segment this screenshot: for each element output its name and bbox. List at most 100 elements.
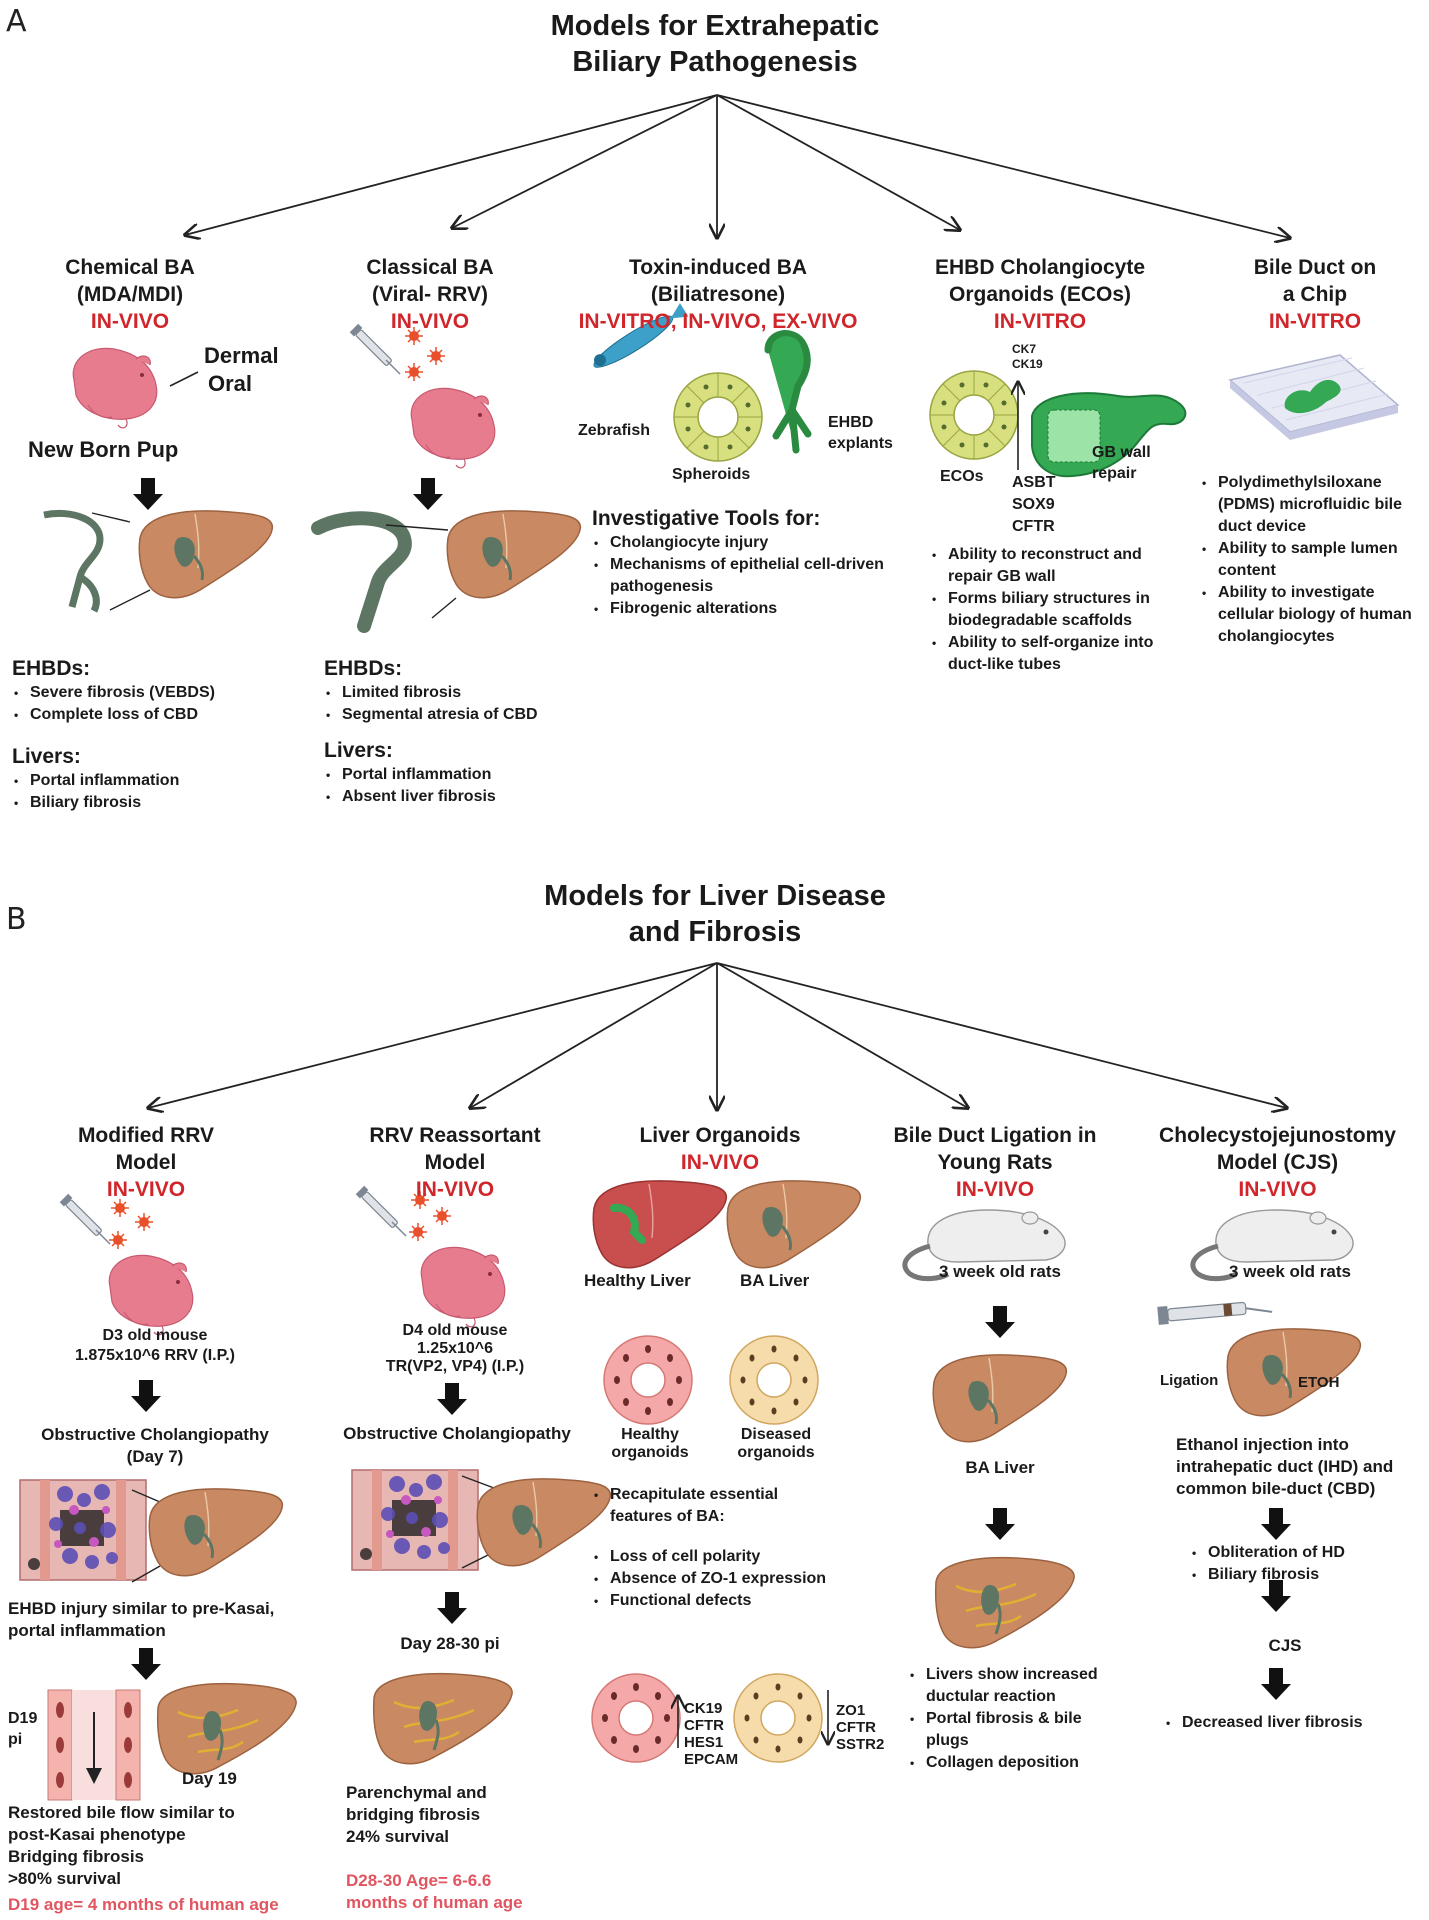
- bdl-liver-label: BA Liver: [965, 1458, 1035, 1477]
- heading-line-2: Model: [115, 1151, 177, 1174]
- reassortant-stage-1: Obstructive Cholangiopathy: [343, 1424, 571, 1443]
- liver-findings-list: Portal inflammation Absent liver fibrosi…: [324, 764, 614, 808]
- organoid-down-markers: ZO1 CFTR SSTR2: [836, 1702, 884, 1753]
- eco-illustration-a4: [929, 370, 1187, 478]
- rrv-stage-2: EHBD injury similar to pre-Kasai, portal…: [8, 1598, 308, 1642]
- list-item: Decreased liver fibrosis: [1164, 1712, 1404, 1734]
- rrv-day-label: Day 19: [182, 1769, 237, 1788]
- list-item: Ability to sample lumen content: [1200, 538, 1424, 582]
- intro-line-2: features of BA:: [610, 1508, 725, 1525]
- intro-line-1: Recapitulate essential: [610, 1486, 779, 1503]
- zebrafish-label: Zebrafish: [578, 422, 651, 439]
- cjs-label: CJS: [1268, 1636, 1302, 1655]
- tools-list: Cholangiocyte injury Mechanisms of epith…: [592, 532, 892, 620]
- marker-zo1: ZO1: [836, 1702, 866, 1719]
- column-liver-organoids: Liver Organoids IN-VIVO: [600, 1122, 840, 1176]
- marker-epcam: EPCAM: [684, 1751, 739, 1768]
- reassortant-dose: D4 old mouse 1.25x10^6 TR(VP2, VP4) (I.P…: [360, 1322, 550, 1376]
- heading-line-2: Model: [424, 1151, 486, 1174]
- healthy-org-line-2: organoids: [611, 1444, 689, 1461]
- setting-label: IN-VIVO: [390, 310, 470, 333]
- list-item: Biliary fibrosis: [1190, 1564, 1410, 1586]
- marker-cftr: CFTR: [836, 1719, 876, 1736]
- panel-a-title-line-2: Biliary Pathogenesis: [572, 46, 858, 78]
- list-item: Ability to self-organize into duct-like …: [930, 632, 1170, 676]
- spheroids-label: Spheroids: [672, 466, 751, 483]
- heading-line-2: (Viral- RRV): [372, 283, 488, 306]
- eco-features-list: Ability to reconstruct and repair GB wal…: [930, 544, 1170, 676]
- marker-ck19: CK19: [1012, 357, 1043, 371]
- chip-illustration-a5: [1228, 354, 1400, 440]
- reassortant-outcome: Parenchymal and bridging fibrosis 24% su…: [346, 1782, 546, 1848]
- cjs-illustration-b5: [1157, 1210, 1362, 1700]
- ehbd-findings-list: Limited fibrosis Segmental atresia of CB…: [324, 682, 614, 726]
- heading-line-1: Modified RRV: [77, 1124, 215, 1147]
- panel-a-title-line-1: Models for Extrahepatic: [550, 10, 880, 42]
- route-labels: Dermal Oral: [204, 342, 279, 398]
- setting-label: IN-VITRO, IN-VIVO, EX-VIVO: [578, 310, 858, 333]
- panel-b-title-line-2: and Fibrosis: [628, 916, 802, 948]
- setting-label: IN-VIVO: [415, 1178, 495, 1201]
- section-title-livers: Livers:: [12, 745, 81, 768]
- healthy-org-line-1: Healthy: [621, 1426, 679, 1443]
- rrv-age-note: D19 age= 4 months of human age: [8, 1895, 279, 1914]
- outcome-line-2: post-Kasai phenotype: [8, 1825, 186, 1844]
- explants-line-2: explants: [828, 435, 893, 452]
- outcome-line-2: bridging fibrosis: [346, 1805, 481, 1824]
- list-item: Portal inflammation: [324, 764, 614, 786]
- list-item: Complete loss of CBD: [12, 704, 302, 726]
- marker-sox9: SOX9: [1012, 496, 1055, 513]
- outcome-line-4: >80% survival: [8, 1869, 121, 1888]
- heading-line-1: Bile Duct Ligation in: [893, 1124, 1097, 1147]
- viral-illustration-a2: [311, 322, 582, 633]
- list-item: Fibrogenic alterations: [592, 598, 892, 620]
- list-item: Functional defects: [592, 1590, 882, 1612]
- panel-a-title: Models for Extrahepatic Biliary Pathogen…: [480, 8, 950, 80]
- organoid-up-markers: CK19 CFTR HES1 EPCAM: [684, 1700, 738, 1768]
- heading-line-2: (MDA/MDI): [76, 283, 184, 306]
- timepoint-line-1: D19: [8, 1710, 38, 1727]
- cjs-step: Ethanol injection into intrahepatic duct…: [1176, 1434, 1426, 1500]
- marker-cftr: CFTR: [684, 1717, 724, 1734]
- age-note-line-2: months of human age: [346, 1893, 523, 1912]
- heading-line-1: Toxin-induced BA: [628, 256, 808, 279]
- outcome-line-1: Parenchymal and: [346, 1783, 487, 1802]
- list-item: Collagen deposition: [908, 1752, 1128, 1774]
- marker-hes1: HES1: [684, 1734, 724, 1751]
- timepoint-line-2: pi: [8, 1731, 23, 1748]
- heading-line-2: a Chip: [1282, 283, 1348, 306]
- section-title-ehbds: EHBDs:: [12, 657, 91, 680]
- section-title-livers: Livers:: [324, 739, 393, 762]
- bdl-subject: 3 week old rats: [939, 1262, 1061, 1281]
- setting-label: IN-VIVO: [106, 1178, 186, 1201]
- diseased-org-line-2: organoids: [737, 1444, 815, 1461]
- setting-label: IN-VIVO: [90, 310, 170, 333]
- list-item: Loss of cell polarity: [592, 1546, 882, 1568]
- panel-a-letter: A: [6, 4, 27, 39]
- diseased-organoids-label: Diseased organoids: [726, 1426, 826, 1462]
- marker-ck7: CK7: [1012, 342, 1037, 356]
- dose-line-1: D3 old mouse: [102, 1327, 208, 1344]
- liver-findings-list: Portal inflammation Biliary fibrosis: [12, 770, 302, 814]
- eco-up-markers: CK7 CK19: [1012, 342, 1043, 372]
- marker-sstr2: SSTR2: [836, 1736, 885, 1753]
- section-title-ehbds: EHBDs:: [324, 657, 403, 680]
- rrv-dose: D3 old mouse 1.875x10^6 RRV (I.P.): [40, 1326, 270, 1366]
- list-item: Portal inflammation: [12, 770, 302, 792]
- healthy-organoids-label: Healthy organoids: [600, 1426, 700, 1462]
- toxin-tools: Investigative Tools for: Cholangiocyte i…: [592, 506, 892, 620]
- list-item: Obliteration of HD: [1190, 1542, 1410, 1564]
- setting-label: IN-VIVO: [680, 1151, 760, 1174]
- step-line-1: Ethanol injection into: [1176, 1435, 1349, 1454]
- column-classical-ba: Classical BA (Viral- RRV) IN-VIVO: [320, 254, 540, 335]
- marker-asbt: ASBT: [1012, 474, 1056, 491]
- column-modified-rrv: Modified RRV Model IN-VIVO: [36, 1122, 256, 1203]
- step-line-3: common bile-duct (CBD): [1176, 1479, 1376, 1498]
- stage1-line-2: (Day 7): [126, 1447, 184, 1466]
- dose-line-3: TR(VP2, VP4) (I.P.): [385, 1358, 525, 1375]
- heading-line-1: RRV Reassortant: [369, 1124, 541, 1147]
- tools-title: Investigative Tools for:: [592, 507, 821, 530]
- panel-b-title: Models for Liver Disease and Fibrosis: [480, 878, 950, 950]
- stage2-line-1: EHBD injury similar to pre-Kasai,: [8, 1599, 275, 1618]
